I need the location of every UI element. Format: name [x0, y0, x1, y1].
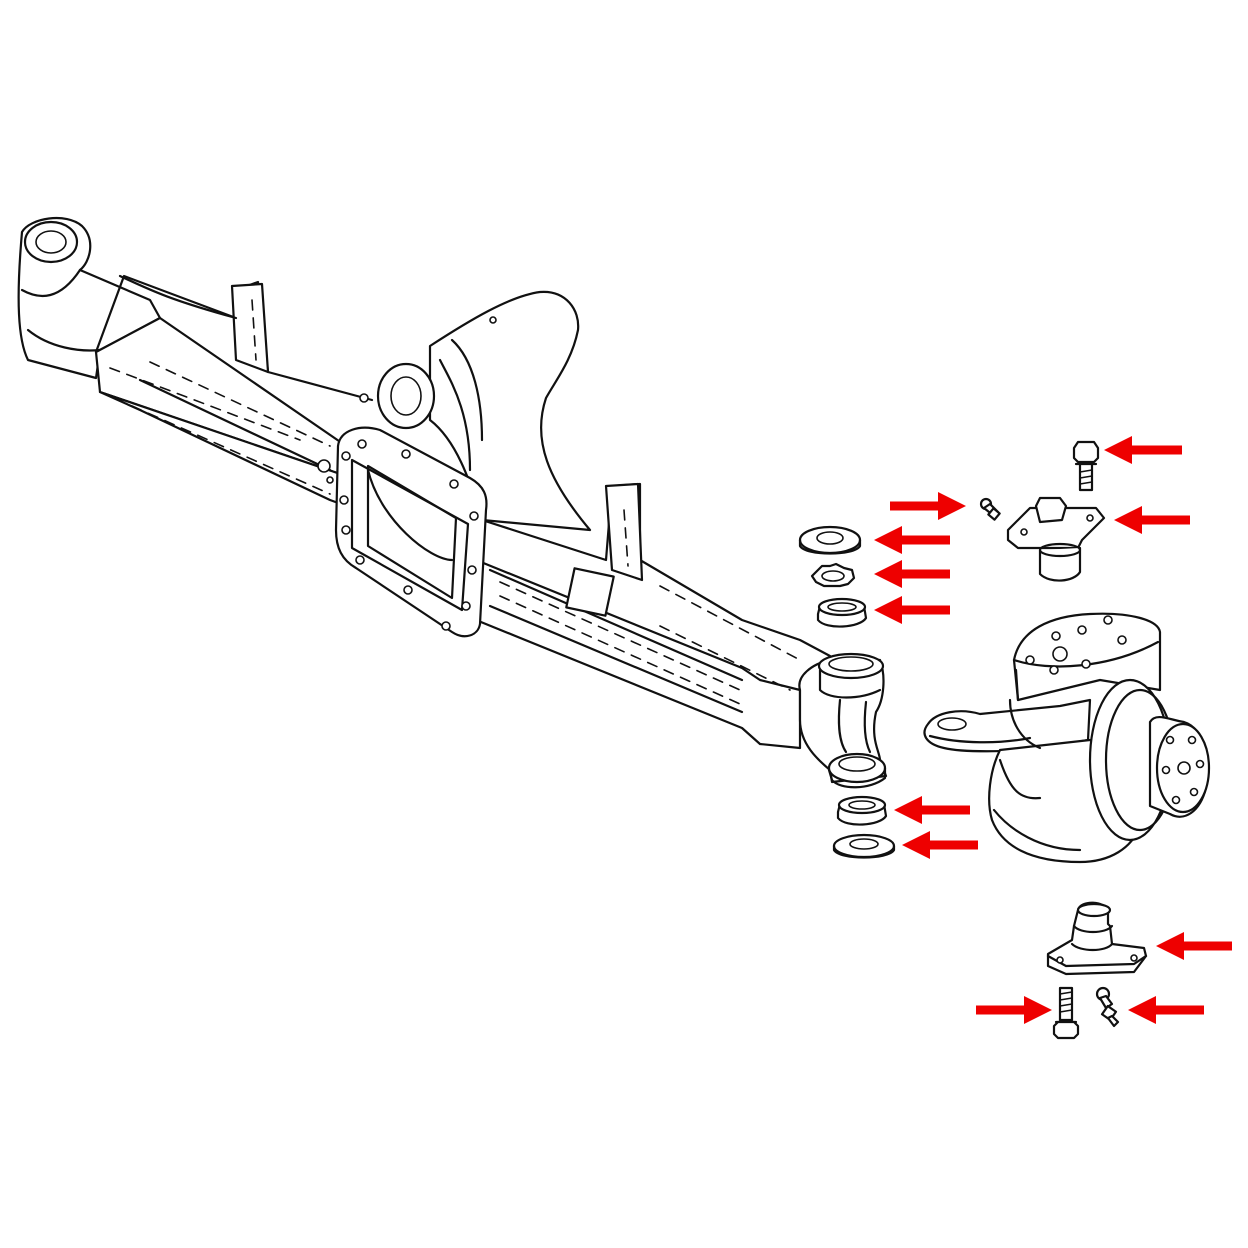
- arrow-upper-lock-retainer: [874, 560, 950, 588]
- axle-housing: [17, 217, 888, 789]
- upper-lock-retainer: [810, 562, 856, 588]
- arrow-lower-thrust-washer: [902, 831, 978, 859]
- lower-grease-fitting: [1095, 986, 1120, 1028]
- arrow-upper-bearing: [874, 596, 950, 624]
- steering-knuckle: [923, 612, 1211, 864]
- arrow-upper-grease-fitting: [890, 492, 966, 520]
- arrow-lower-bearing: [894, 796, 970, 824]
- left-spring-mount: [17, 217, 162, 380]
- differential-housing: [317, 290, 592, 638]
- upper-king-pin: [1006, 496, 1106, 582]
- upper-grease-fitting: [979, 497, 1001, 521]
- arrow-lower-bolt: [976, 996, 1052, 1024]
- arrow-upper-king-pin: [1114, 506, 1190, 534]
- arrow-lower-grease-fitting: [1128, 996, 1204, 1024]
- upper-thrust-washer: [798, 525, 862, 555]
- lower-thrust-washer: [832, 833, 896, 859]
- lower-bearing: [836, 795, 888, 826]
- arrow-upper-thrust-washer: [874, 526, 950, 554]
- lower-king-pin: [1046, 901, 1148, 976]
- upper-bolt: [1072, 440, 1100, 492]
- lower-bolt: [1052, 986, 1080, 1040]
- upper-bearing: [816, 597, 868, 628]
- king-pin-yoke: [798, 652, 888, 789]
- arrow-lower-king-pin: [1156, 932, 1232, 960]
- arrow-upper-bolt: [1104, 436, 1182, 464]
- axle-beam: [94, 274, 832, 750]
